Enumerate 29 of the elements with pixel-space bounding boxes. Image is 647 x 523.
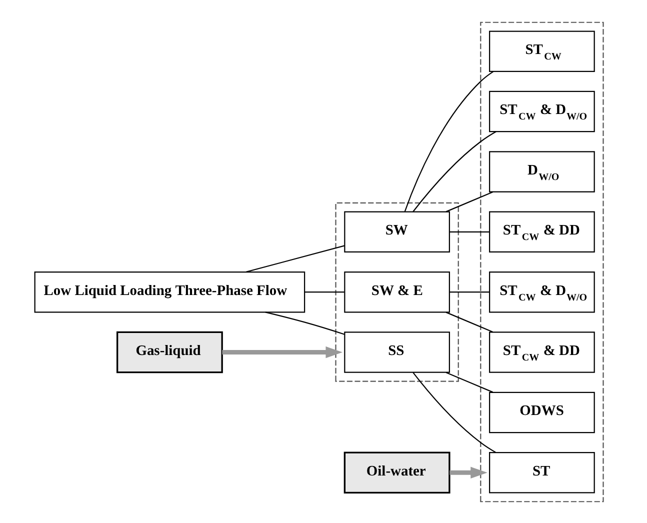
- node-box: ST: [489, 452, 595, 493]
- node-box: SW: [344, 210, 450, 252]
- node-box: Gas-liquid: [116, 330, 223, 373]
- node-box: SS: [344, 331, 450, 372]
- connector: [446, 371, 494, 392]
- connector: [450, 230, 490, 232]
- connector: [412, 372, 496, 453]
- connector: [246, 244, 345, 272]
- node-box: ST$_{CW}$: [489, 30, 595, 72]
- node-box: D$_{W/O}$: [489, 150, 595, 192]
- node-box: ST$_{CW}$ & DD: [489, 210, 595, 252]
- node-box: Oil-water: [344, 451, 450, 494]
- connector: [404, 70, 494, 212]
- connector: [450, 291, 490, 292]
- cluster: [480, 21, 604, 502]
- connector: [446, 190, 494, 212]
- arrow: [222, 346, 342, 358]
- cluster: [335, 202, 459, 382]
- node-box: ST$_{CW}$ & DD: [489, 331, 595, 372]
- connector: [446, 311, 494, 332]
- connector: [304, 291, 344, 292]
- connector: [412, 130, 496, 212]
- node-box: ST$_{CW}$ & D$_{W/O}$: [489, 90, 595, 132]
- arrow: [450, 466, 488, 478]
- node-box: SW & E: [344, 270, 450, 312]
- node-box: ST$_{CW}$ & D$_{W/O}$: [489, 270, 595, 312]
- node-box: ODWS: [489, 391, 595, 433]
- node-box: Low Liquid Loading Three-Phase Flow: [34, 270, 306, 312]
- connector: [265, 311, 345, 334]
